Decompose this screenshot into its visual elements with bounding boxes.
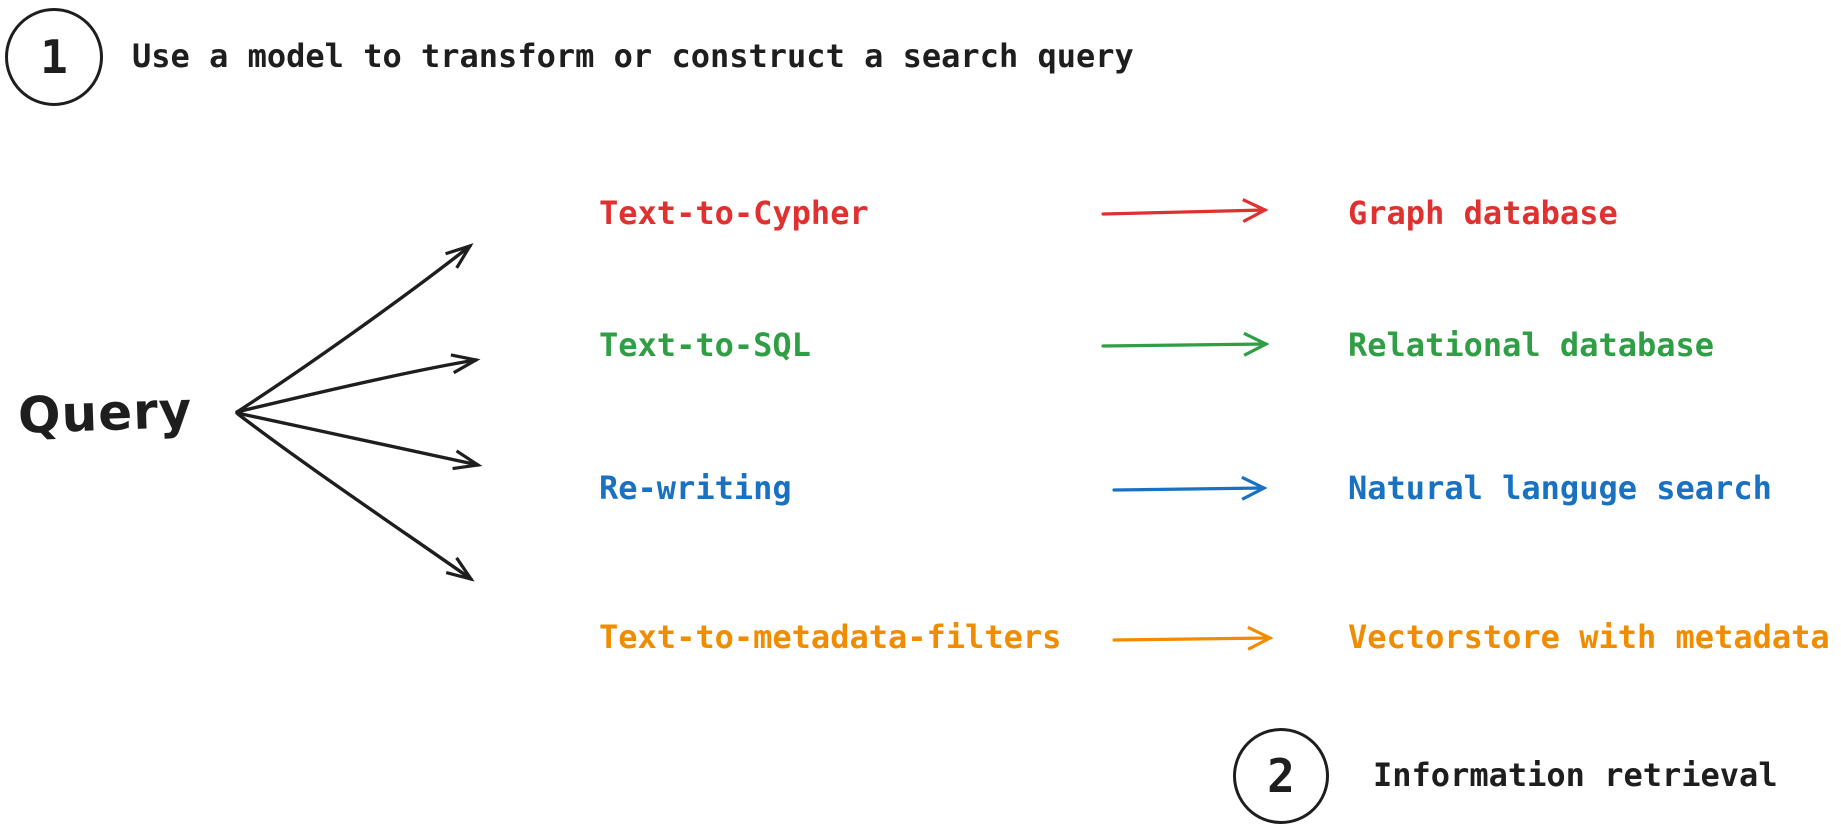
target-label-vectorstore-with-metadata: Vectorstore with metadata xyxy=(1348,618,1830,656)
step-1-number: 1 xyxy=(40,30,68,84)
target-label-natural-language-search: Natural languge search xyxy=(1348,469,1772,507)
method-label-text-to-sql: Text-to-SQL xyxy=(599,326,811,364)
step-2-badge: 2 xyxy=(1233,728,1329,824)
step-1-badge: 1 xyxy=(5,8,103,106)
query-node-label: Query xyxy=(17,380,194,446)
method-label-text-to-cypher: Text-to-Cypher xyxy=(599,194,869,232)
step-2-number: 2 xyxy=(1267,749,1295,803)
query-to-re-writing-arrow xyxy=(235,411,483,471)
cypher-to-graph-database-arrow xyxy=(1101,198,1269,223)
method-label-text-to-metadata-filters: Text-to-metadata-filters xyxy=(599,618,1062,656)
step-2-label: Information retrieval xyxy=(1373,756,1778,794)
method-label-re-writing: Re-writing xyxy=(599,469,792,507)
sql-to-relational-database-arrow xyxy=(1101,331,1270,357)
query-to-text-to-sql-arrow xyxy=(235,353,481,414)
rewriting-to-natural-language-search-arrow xyxy=(1112,475,1268,501)
query-to-text-to-cypher-arrow xyxy=(235,243,474,414)
query-to-text-to-metadata-filters-arrow xyxy=(236,412,475,582)
target-label-graph-database: Graph database xyxy=(1348,194,1618,232)
step-1-label: Use a model to transform or construct a … xyxy=(132,37,1134,75)
target-label-relational-database: Relational database xyxy=(1348,326,1715,364)
metadata-filters-to-vectorstore-arrow xyxy=(1112,625,1274,651)
